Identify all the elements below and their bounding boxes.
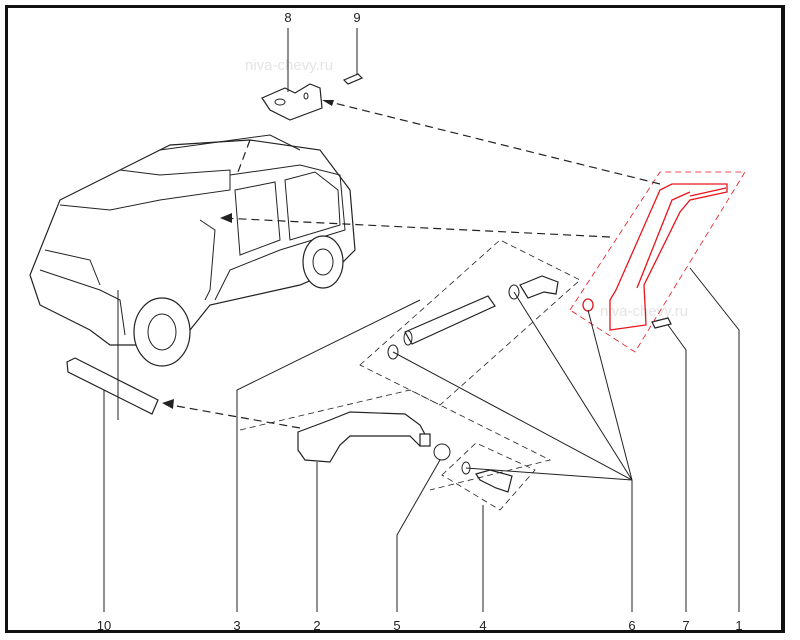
- callout-6: 6: [628, 618, 635, 633]
- strip-part-10: [66, 357, 159, 415]
- callout-10: 10: [97, 618, 111, 633]
- bracket-part-8: [261, 83, 323, 121]
- watermark: niva-chevy.ru: [600, 303, 688, 320]
- callout-1: 1: [735, 618, 742, 633]
- callout-7: 7: [682, 618, 689, 633]
- callout-8: 8: [284, 10, 291, 25]
- bolt-part-9: [342, 73, 364, 85]
- duct-part-2: [297, 411, 429, 463]
- watermark: niva-chevy.ru: [245, 57, 333, 74]
- callout-4: 4: [479, 618, 486, 633]
- pipe-part-3: [404, 295, 496, 345]
- diagram-frame: [5, 5, 785, 633]
- callout-9: 9: [353, 10, 360, 25]
- callout-2: 2: [313, 618, 320, 633]
- car-illustration: [29, 134, 356, 367]
- callout-5: 5: [393, 618, 400, 633]
- callout-3: 3: [233, 618, 240, 633]
